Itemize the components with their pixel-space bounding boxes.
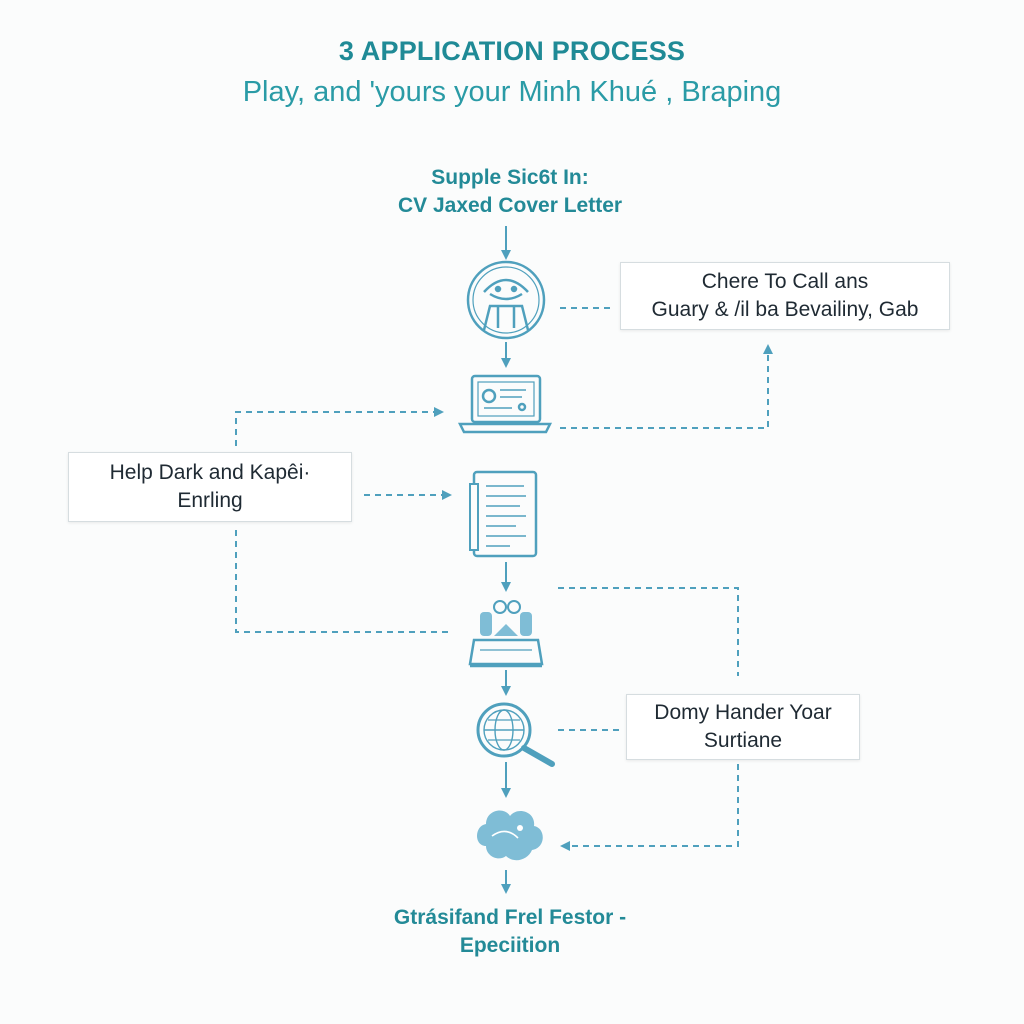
start-step-line1: Supple Sic6t In:	[431, 166, 589, 189]
person-head-icon	[466, 260, 546, 340]
document-icon	[469, 470, 538, 558]
side-box-bottom-right-line2: Surtiane	[703, 729, 783, 752]
end-step-line2: Epeciition	[459, 934, 561, 957]
side-box-top-right-line1: Chere To Call ans	[701, 270, 869, 293]
side-box-bottom-right-line1: Domy Hander Yoar	[654, 701, 832, 724]
laptop-icon	[457, 374, 553, 434]
dash-laptop-to-topright	[560, 344, 773, 429]
side-box-bottom-right: Domy Hander Yoar Surtiane	[626, 694, 860, 760]
side-box-top-right: Chere To Call ans Guary & /il ba Bevaili…	[620, 262, 950, 330]
side-box-left: Help Dark and Kapêi· Enrling	[68, 452, 352, 522]
dash-left-to-laptop	[235, 407, 444, 446]
meeting-icon	[468, 600, 544, 668]
end-step-line1: Gtrásifand Frel Festor -	[393, 906, 627, 929]
dash-bottomright-to-cloud	[560, 764, 739, 851]
dashed-connectors	[235, 307, 773, 851]
magnifier-globe-icon	[476, 702, 555, 767]
side-box-left-line1: Help Dark and Kapêi·	[109, 461, 311, 484]
start-step-line2: CV Jaxed Cover Letter	[397, 194, 623, 217]
dash-left-to-meeting	[235, 530, 450, 633]
end-step-label: Gtrásifand Frel Festor - Epeciition	[330, 904, 690, 960]
dash-meeting-to-bottomright	[558, 587, 739, 676]
cloud-handshake-icon	[477, 810, 543, 861]
diagram-title: 3 APPLICATION PROCESS	[338, 36, 686, 66]
start-step-label: Supple Sic6t In: CV Jaxed Cover Letter	[330, 164, 690, 220]
diagram-subtitle: Play, and 'yours your Minh Khué , Brapin…	[242, 76, 782, 108]
side-box-left-line2: Enrling	[177, 489, 243, 512]
side-box-top-right-line2: Guary & /il ba Bevailiny, Gab	[651, 298, 919, 321]
